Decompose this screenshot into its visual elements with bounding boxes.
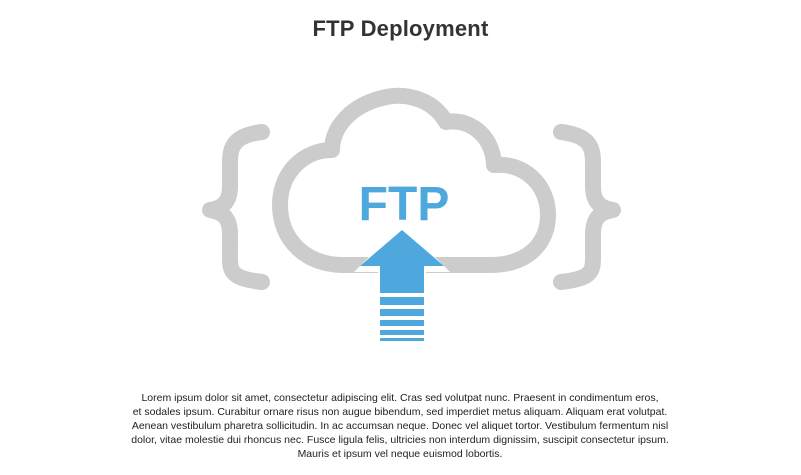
description-line: Lorem ipsum dolor sit amet, consectetur … — [141, 392, 659, 404]
description-line: Aenean vestibulum pharetra sollicitudin.… — [131, 420, 669, 432]
upload-arrow-icon — [354, 224, 450, 341]
description-text: Lorem ipsum dolor sit amet, consectetur … — [80, 391, 720, 461]
right-curly-brace-icon — [553, 124, 621, 290]
cloud-ftp-label: FTP — [359, 178, 450, 231]
left-curly-brace-icon — [202, 124, 270, 290]
ftp-illustration: FTP — [202, 87, 621, 341]
description-line: dolor, vitae molestie dui rhoncus nec. F… — [131, 434, 669, 446]
description-line: Mauris et ipsum vel neque euismod lobort… — [297, 448, 503, 460]
page-title: FTP Deployment — [312, 16, 489, 41]
description-line: et sodales ipsum. Curabitur ornare risus… — [132, 406, 668, 418]
cloud-icon — [272, 87, 556, 273]
